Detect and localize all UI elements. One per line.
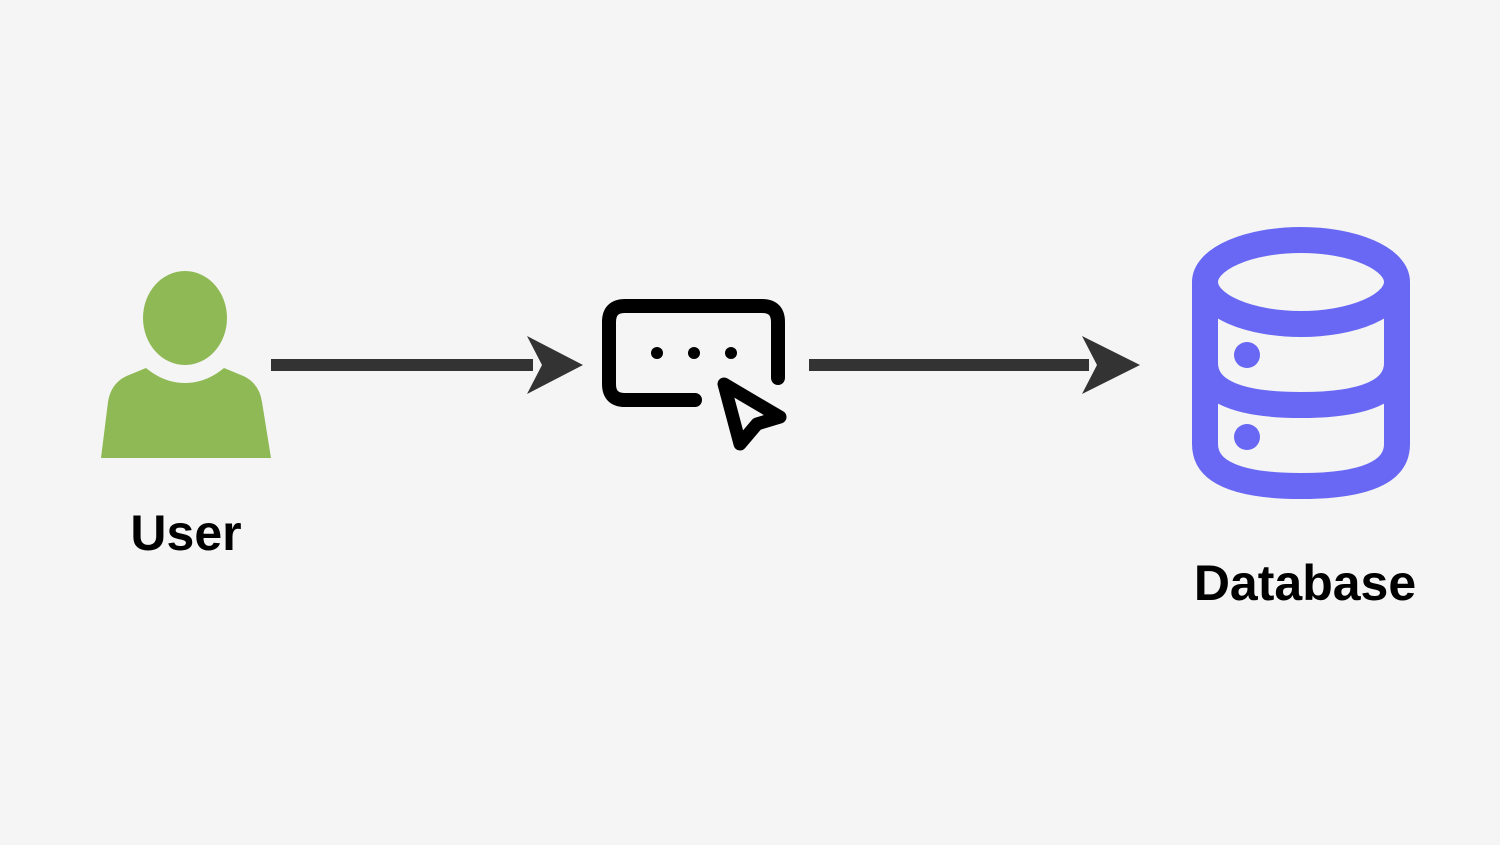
edge-input-to-database (809, 336, 1140, 394)
arrow-head (527, 336, 583, 394)
edge-user-to-input (271, 336, 583, 394)
database-label: Database (1193, 555, 1417, 611)
user-label: User (130, 505, 242, 561)
click-input-icon (602, 299, 787, 451)
arrow-head (1082, 336, 1140, 394)
arrow-shaft (271, 359, 533, 371)
database-icon (1192, 227, 1410, 500)
user-icon (101, 271, 271, 458)
arrow-shaft (809, 359, 1089, 371)
